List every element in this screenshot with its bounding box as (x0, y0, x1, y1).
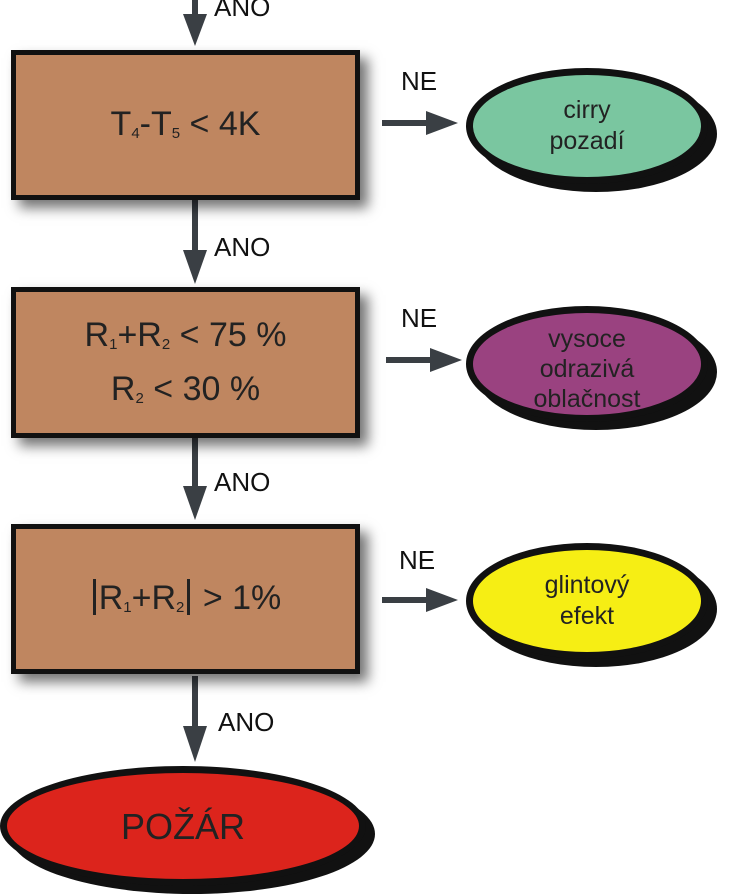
arrowhead-step1-no (426, 111, 458, 135)
result-line: cirry (563, 95, 611, 124)
arrowhead-step2-yes (183, 486, 207, 520)
result-line: glintový (544, 570, 630, 599)
formula-text: T (110, 105, 132, 144)
arrowhead-step3-no (426, 588, 458, 612)
absolute-value-bar (187, 579, 191, 616)
result-line: odrazivá (539, 355, 635, 383)
formula-text: R (110, 369, 136, 408)
condition-text: T4-T5 < 4K (111, 105, 261, 144)
decision-box-reflectance: R1+R2 < 75 % R2 < 30 % (11, 287, 360, 438)
subscript: 2 (161, 336, 171, 354)
formula-text: < 30 % (143, 369, 261, 408)
subscript: 5 (171, 125, 181, 143)
absolute-value-bar (92, 579, 96, 616)
condition-text-line2: R2 < 30 % (111, 370, 260, 409)
arrowhead-step1-yes (183, 250, 207, 284)
subscript: 2 (176, 599, 185, 617)
edge-label-yes: ANO (214, 467, 271, 497)
result-cirrus-background: cirry pozadí (466, 68, 708, 184)
subscript: 1 (109, 336, 118, 354)
decision-box-glint: R1+R2 > 1% (11, 524, 360, 674)
formula-text: < 4K (180, 105, 261, 144)
edge-label-yes: ANO (214, 0, 271, 22)
arrowhead-top-yes (183, 14, 207, 46)
fire-label: POŽÁR (120, 805, 245, 847)
condition-text-line1: R1+R2 < 75 % (85, 316, 287, 355)
arrowhead-step2-no (430, 348, 462, 372)
result-line: vysoce (548, 325, 626, 353)
formula-text: +R (131, 579, 177, 618)
formula-text: > 1% (193, 579, 282, 618)
edge-label-no: NE (401, 66, 438, 96)
result-glint-effect: glintový efekt (466, 543, 708, 659)
formula-text: < 75 % (170, 316, 287, 355)
edge-label-yes: ANO (214, 232, 271, 262)
subscript: 1 (123, 599, 132, 617)
formula-text: R (98, 579, 124, 618)
formula-text: -T (139, 105, 172, 144)
result-line: efekt (559, 602, 615, 630)
result-line: oblačnost (533, 385, 641, 413)
formula-text: R (84, 316, 110, 355)
formula-text: +R (117, 316, 162, 355)
condition-text: R1+R2 > 1% (90, 579, 282, 618)
result-high-reflective-cloud: vysoce odrazivá oblačnost (466, 306, 708, 422)
subscript: 2 (135, 389, 144, 407)
edge-label-no: NE (399, 545, 436, 575)
edge-label-no: NE (401, 303, 438, 333)
arrowhead-step3-yes (183, 726, 207, 762)
result-line: pozadí (549, 127, 625, 155)
decision-box-temperature: T4-T5 < 4K (11, 50, 360, 200)
edge-label-yes: ANO (218, 707, 275, 737)
subscript: 4 (131, 125, 140, 143)
result-fire: POŽÁR (0, 766, 366, 886)
